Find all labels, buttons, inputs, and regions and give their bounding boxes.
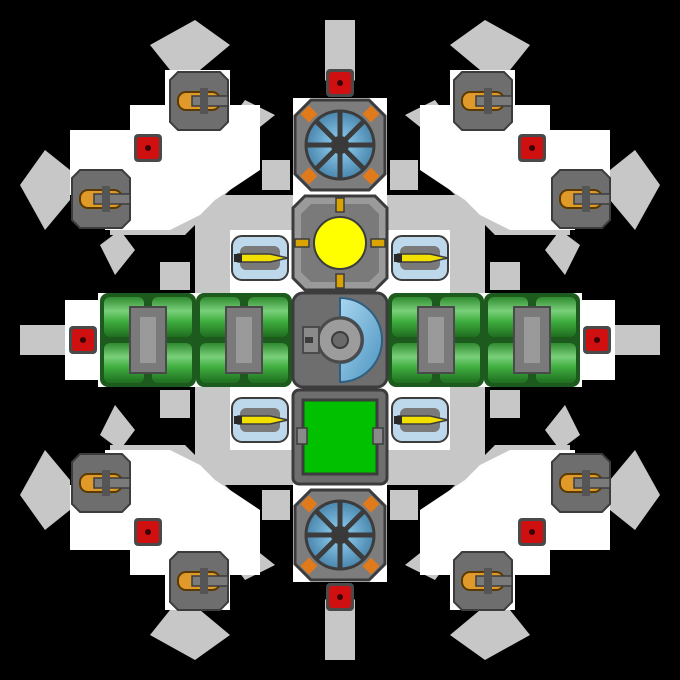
engine-bottom[interactable] — [293, 488, 387, 582]
thruster-lower-right[interactable] — [518, 518, 546, 546]
thruster-upper-left[interactable] — [134, 134, 162, 162]
reactor[interactable] — [291, 194, 389, 292]
fuel-tank-right-outer[interactable] — [484, 293, 580, 387]
core-shield-generator[interactable] — [291, 291, 389, 389]
cannon-turret-2[interactable] — [71, 169, 131, 229]
fuel-tank-left-inner[interactable] — [196, 293, 292, 387]
missile-launcher-bottom-right[interactable] — [391, 397, 449, 443]
cargo-bay[interactable] — [291, 388, 389, 486]
cannon-turret-7[interactable] — [551, 453, 611, 513]
fuel-tank-left-outer[interactable] — [100, 293, 196, 387]
cannon-turret-3[interactable] — [453, 71, 513, 131]
fuel-tank-right-inner[interactable] — [388, 293, 484, 387]
cannon-turret-4[interactable] — [551, 169, 611, 229]
cannon-turret-6[interactable] — [169, 551, 229, 611]
red-thrusters — [69, 69, 611, 611]
missile-launcher-top-right[interactable] — [391, 235, 449, 281]
missile-launcher-top-left[interactable] — [231, 235, 289, 281]
fuel-tanks — [100, 293, 580, 387]
engine-top[interactable] — [293, 98, 387, 192]
thruster-top[interactable] — [326, 69, 354, 97]
cannon-turret-5[interactable] — [71, 453, 131, 513]
thruster-right[interactable] — [583, 326, 611, 354]
thruster-upper-right[interactable] — [518, 134, 546, 162]
cannon-turret-1[interactable] — [169, 71, 229, 131]
missile-launcher-bottom-left[interactable] — [231, 397, 289, 443]
hull-corridors — [160, 160, 520, 520]
thruster-lower-left[interactable] — [134, 518, 162, 546]
thruster-left[interactable] — [69, 326, 97, 354]
cannon-turret-8[interactable] — [453, 551, 513, 611]
thruster-bottom[interactable] — [326, 583, 354, 611]
